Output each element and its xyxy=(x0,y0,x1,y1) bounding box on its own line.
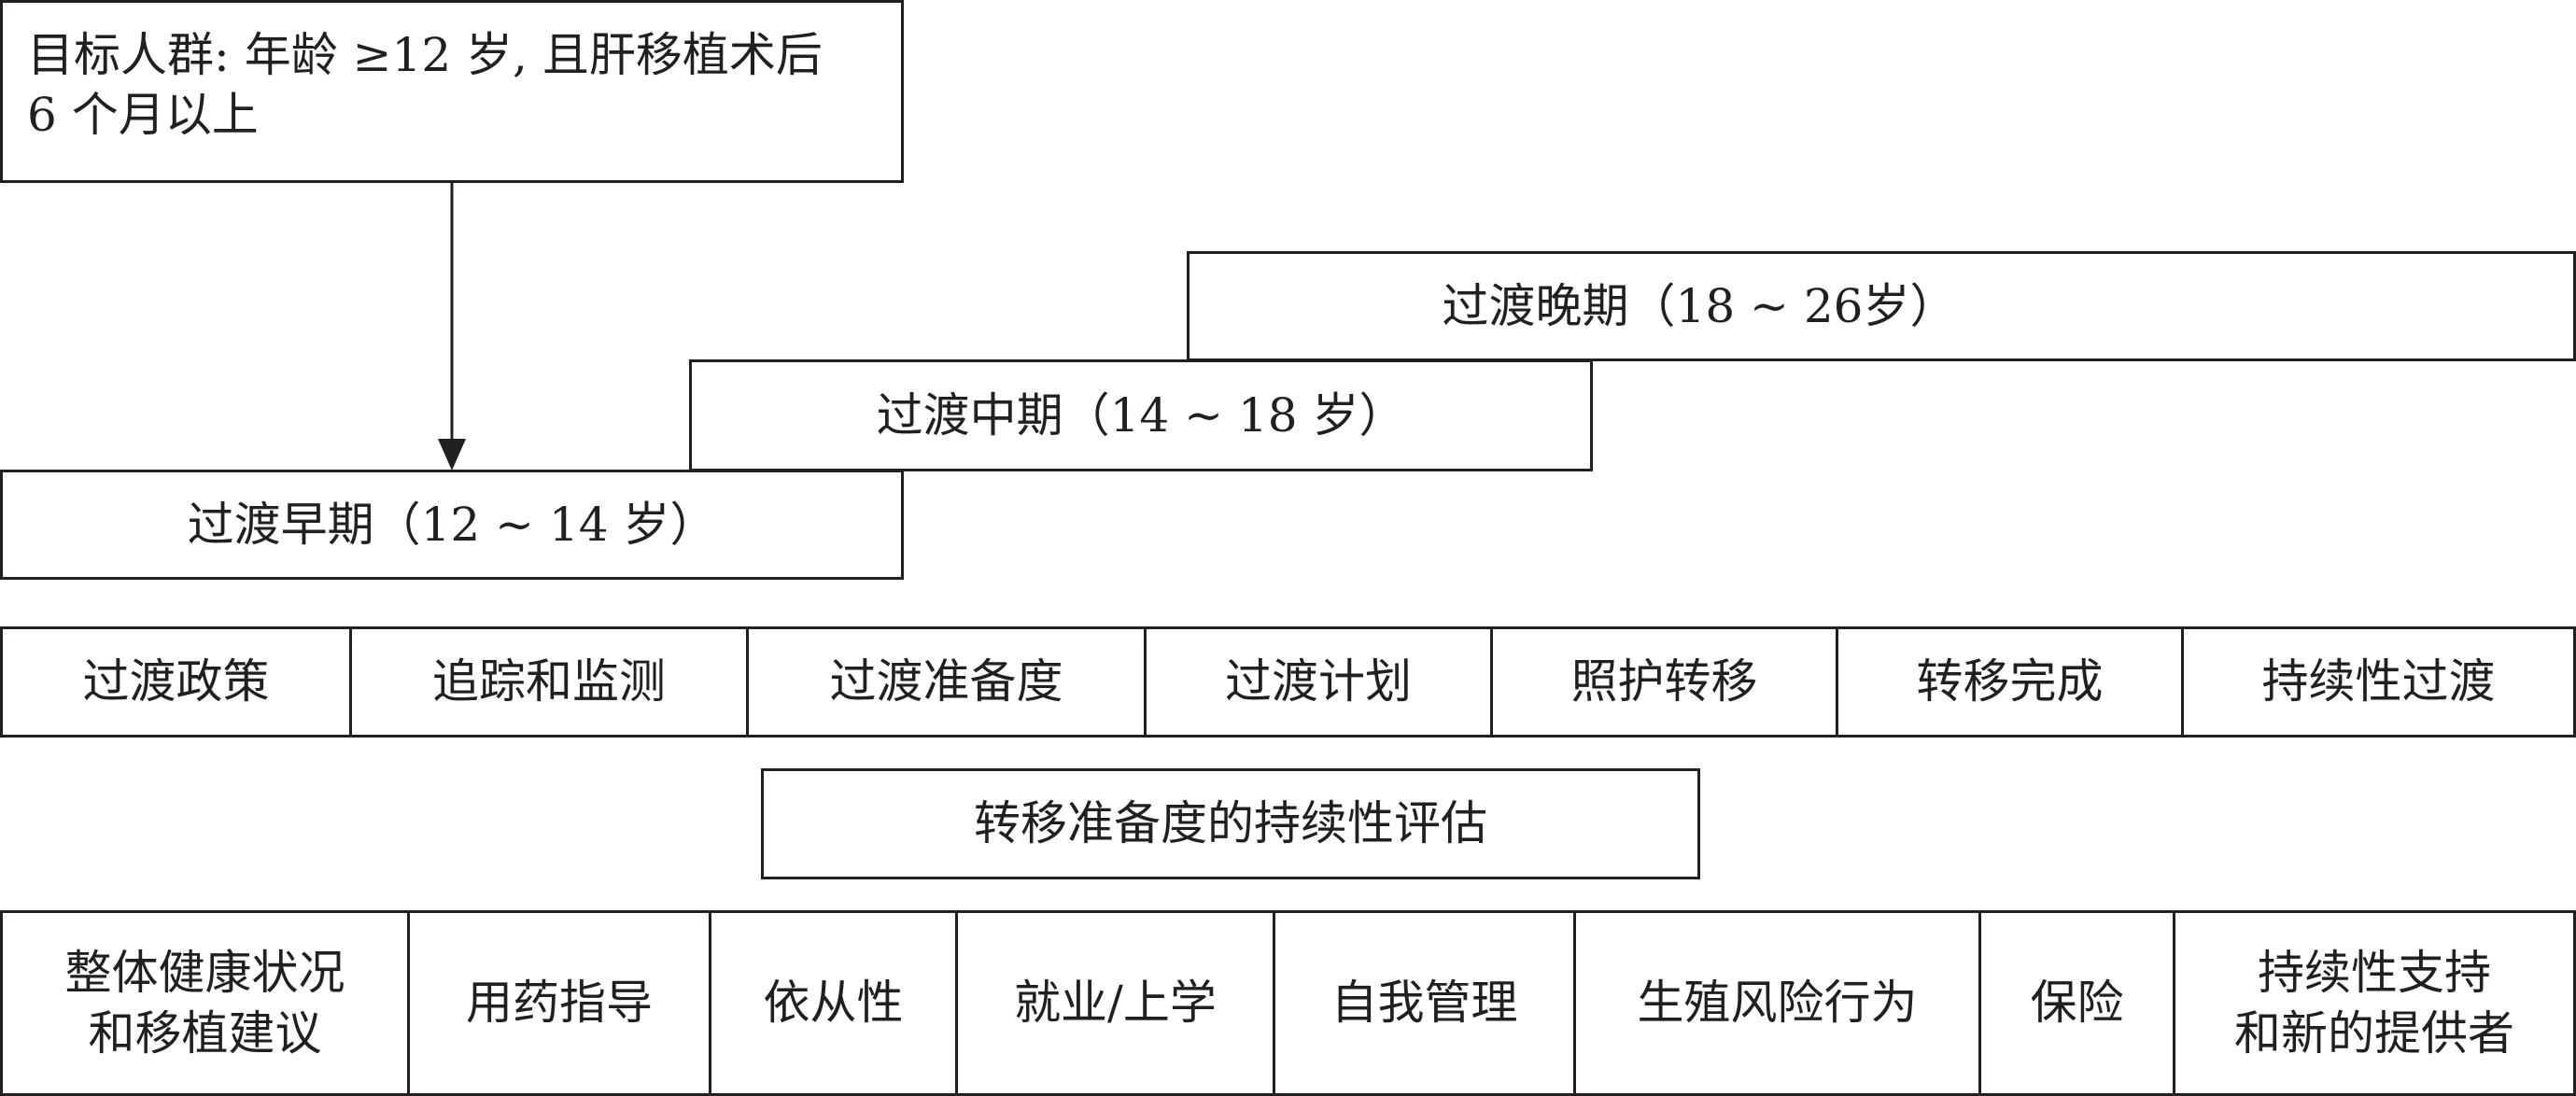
element-cell: 过渡计划 xyxy=(1144,629,1490,735)
phase-early-label: 过渡早期（12 ~ 14 岁） xyxy=(187,497,717,552)
domain-label: 依从性 xyxy=(763,976,904,1030)
element-label: 过渡政策 xyxy=(82,654,270,709)
domain-cell: 用药指导 xyxy=(407,913,709,1093)
domain-label: 生殖风险行为 xyxy=(1637,976,1918,1030)
element-label: 过渡准备度 xyxy=(829,654,1063,709)
domain-cell: 持续性支持 和新的提供者 xyxy=(2173,913,2573,1093)
domain-label: 保险 xyxy=(2030,976,2124,1030)
domain-label: 用药指导 xyxy=(466,976,653,1030)
element-label: 照护转移 xyxy=(1570,654,1758,709)
domain-cell: 保险 xyxy=(1978,913,2173,1093)
assessment-label: 转移准备度的持续性评估 xyxy=(974,796,1487,850)
element-label: 过渡计划 xyxy=(1225,654,1412,709)
assessment-box: 转移准备度的持续性评估 xyxy=(761,768,1700,879)
domain-label: 和新的提供者 xyxy=(2234,1005,2514,1061)
domain-cell: 依从性 xyxy=(709,913,955,1093)
domain-cell: 自我管理 xyxy=(1273,913,1573,1093)
domain-cell: 生殖风险行为 xyxy=(1573,913,1978,1093)
domain-label: 自我管理 xyxy=(1330,976,1518,1030)
element-label: 持续性过渡 xyxy=(2261,654,2496,709)
core-elements-row: 过渡政策 追踪和监测 过渡准备度 过渡计划 照护转移 转移完成 持续性过渡 xyxy=(0,626,2576,738)
phase-late-label: 过渡晚期（18 ~ 26岁） xyxy=(1442,278,1957,333)
domain-label: 整体健康状况 xyxy=(64,945,345,1000)
domain-cell: 就业/上学 xyxy=(955,913,1273,1093)
element-label: 追踪和监测 xyxy=(432,654,666,709)
target-population-line2: 6 个月以上 xyxy=(27,88,259,142)
phase-early-box: 过渡早期（12 ~ 14 岁） xyxy=(0,470,904,580)
element-cell: 过渡政策 xyxy=(3,629,349,735)
element-label: 转移完成 xyxy=(1916,654,2104,709)
domain-label: 持续性支持 xyxy=(2258,945,2491,1000)
element-cell: 持续性过渡 xyxy=(2181,629,2573,735)
domains-row: 整体健康状况 和移植建议 用药指导 依从性 就业/上学 自我管理 生殖风险行为 … xyxy=(0,910,2576,1096)
phase-late-box: 过渡晚期（18 ~ 26岁） xyxy=(1187,251,2576,361)
phase-mid-label: 过渡中期（14 ~ 18 岁） xyxy=(876,387,1406,443)
target-population-box: 目标人群: 年龄 ≥12 岁, 且肝移植术后 6 个月以上 xyxy=(0,0,904,183)
element-cell: 追踪和监测 xyxy=(349,629,746,735)
element-cell: 照护转移 xyxy=(1490,629,1836,735)
domain-label: 就业/上学 xyxy=(1014,976,1217,1030)
domain-label: 和移植建议 xyxy=(88,1005,322,1061)
phase-mid-box: 过渡中期（14 ~ 18 岁） xyxy=(689,359,1593,471)
element-cell: 过渡准备度 xyxy=(746,629,1144,735)
domain-cell: 整体健康状况 和移植建议 xyxy=(3,913,407,1093)
element-cell: 转移完成 xyxy=(1836,629,2181,735)
target-population-line1: 目标人群: 年龄 ≥12 岁, 且肝移植术后 xyxy=(27,28,823,82)
